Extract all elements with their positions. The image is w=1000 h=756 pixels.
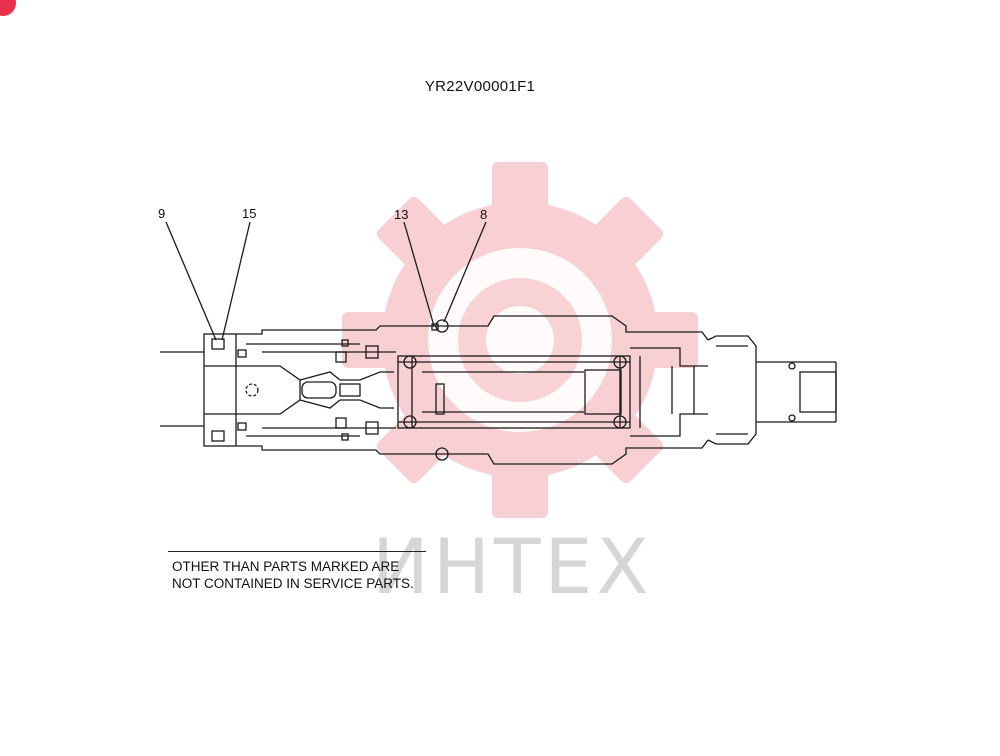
- drawing-code: YR22V00001F1: [424, 78, 536, 95]
- callout-13: 13: [394, 207, 409, 222]
- part-9-seal: [211, 338, 225, 350]
- service-parts-note: OTHER THAN PARTS MARKED ARE NOT CONTAINE…: [172, 558, 414, 592]
- watermark-text: ИНТЕХ: [372, 522, 653, 611]
- part-8-oring: [435, 319, 449, 333]
- callout-9: 9: [158, 206, 166, 221]
- note-line-1: OTHER THAN PARTS MARKED ARE: [172, 559, 400, 574]
- note-line-2: NOT CONTAINED IN SERVICE PARTS.: [172, 576, 414, 591]
- note-divider: [168, 551, 426, 552]
- corner-marker-icon: [0, 0, 16, 16]
- callout-8: 8: [480, 207, 488, 222]
- callout-15: 15: [242, 206, 257, 221]
